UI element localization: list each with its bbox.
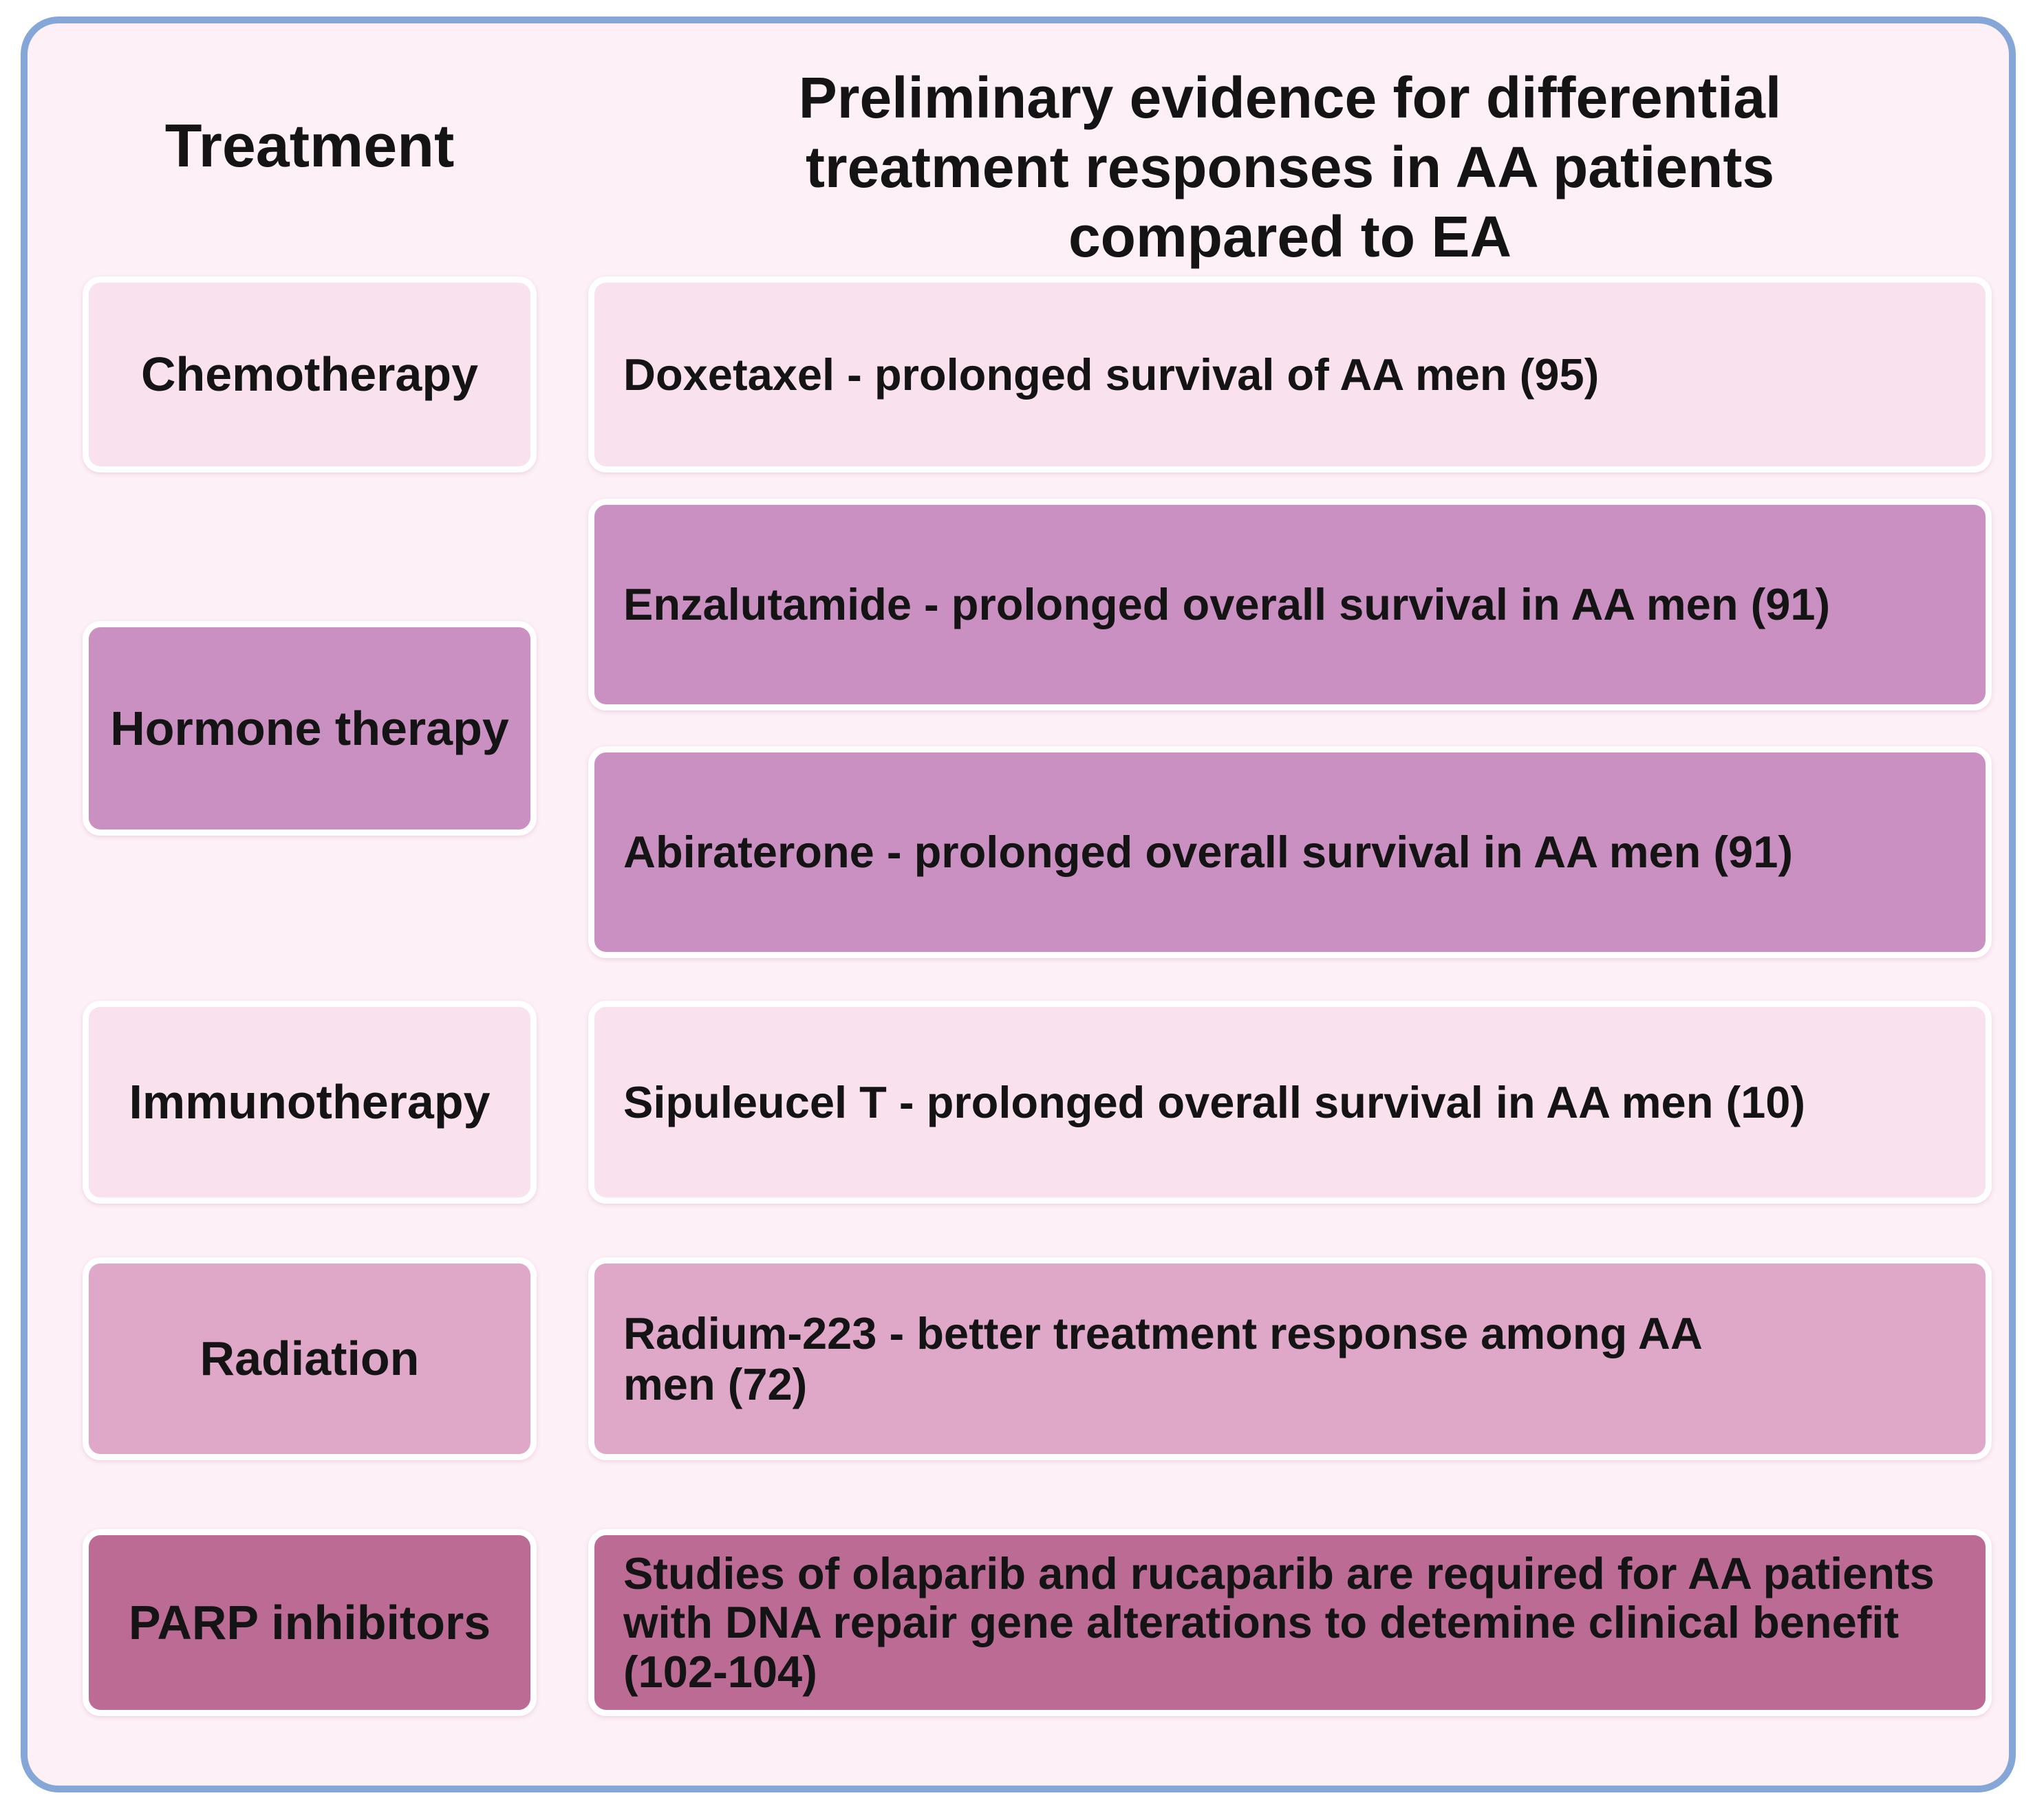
treatment-label-box: Radiation [83, 1257, 537, 1460]
evidence-box: Radium-223 - better treatment response a… [588, 1257, 1992, 1460]
treatment-label: Chemotherapy [140, 347, 479, 401]
treatment-column-header: Treatment [164, 111, 455, 180]
treatment-label-box: PARP inhibitors [83, 1529, 537, 1716]
evidence-box: Studies of olaparib and rucaparib are re… [588, 1529, 1992, 1716]
treatment-row-chemotherapy: Chemotherapy Doxetaxel - prolonged survi… [83, 276, 1992, 473]
treatment-label-box: Hormone therapy [83, 621, 537, 836]
treatment-label: Radiation [200, 1332, 420, 1385]
evidence-text: Abiraterone - prolonged overall survival… [623, 827, 1793, 878]
evidence-column-header: Preliminary evidence for differential tr… [588, 23, 1992, 271]
treatment-label-cell: PARP inhibitors [83, 1529, 537, 1716]
evidence-text: Enzalutamide - prolonged overall surviva… [623, 579, 1831, 630]
treatment-label-cell: Immunotherapy [83, 1001, 537, 1204]
evidence-box: Sipuleucel T - prolonged overall surviva… [588, 1001, 1992, 1204]
evidence-text: Sipuleucel T - prolonged overall surviva… [623, 1076, 1806, 1127]
treatment-row-hormone-therapy: Hormone therapy Enzalutamide - prolonged… [83, 499, 1992, 958]
treatment-label: PARP inhibitors [128, 1595, 491, 1649]
treatment-label-cell: Radiation [83, 1257, 537, 1460]
header-row: Treatment Preliminary evidence for diffe… [83, 23, 1992, 271]
evidence-cell: Sipuleucel T - prolonged overall surviva… [588, 1001, 1992, 1204]
treatment-label-cell: Hormone therapy [83, 499, 537, 958]
evidence-cell: Doxetaxel - prolonged survival of AA men… [588, 276, 1992, 473]
evidence-text: Studies of olaparib and rucaparib are re… [623, 1548, 1935, 1697]
evidence-text: Radium-223 - better treatment response a… [623, 1308, 1701, 1409]
evidence-box: Abiraterone - prolonged overall survival… [588, 746, 1992, 958]
evidence-column-title: Preliminary evidence for differential tr… [798, 65, 1782, 269]
treatment-row-parp-inhibitors: PARP inhibitors Studies of olaparib and … [83, 1529, 1992, 1716]
treatment-label-box: Immunotherapy [83, 1001, 537, 1204]
evidence-text: Doxetaxel - prolonged survival of AA men… [623, 349, 1600, 400]
treatment-label-box: Chemotherapy [83, 276, 537, 473]
treatment-label: Immunotherapy [129, 1075, 491, 1129]
evidence-cell: Radium-223 - better treatment response a… [588, 1257, 1992, 1460]
treatment-label: Hormone therapy [110, 701, 509, 755]
evidence-box: Doxetaxel - prolonged survival of AA men… [588, 276, 1992, 473]
evidence-cell: Enzalutamide - prolonged overall surviva… [588, 499, 1992, 958]
treatment-label-cell: Chemotherapy [83, 276, 537, 473]
evidence-cell: Studies of olaparib and rucaparib are re… [588, 1529, 1992, 1716]
treatment-row-immunotherapy: Immunotherapy Sipuleucel T - prolonged o… [83, 1001, 1992, 1204]
figure-panel: Treatment Preliminary evidence for diffe… [21, 17, 2016, 1792]
evidence-box: Enzalutamide - prolonged overall surviva… [588, 499, 1992, 711]
treatment-row-radiation: Radiation Radium-223 - better treatment … [83, 1257, 1992, 1460]
